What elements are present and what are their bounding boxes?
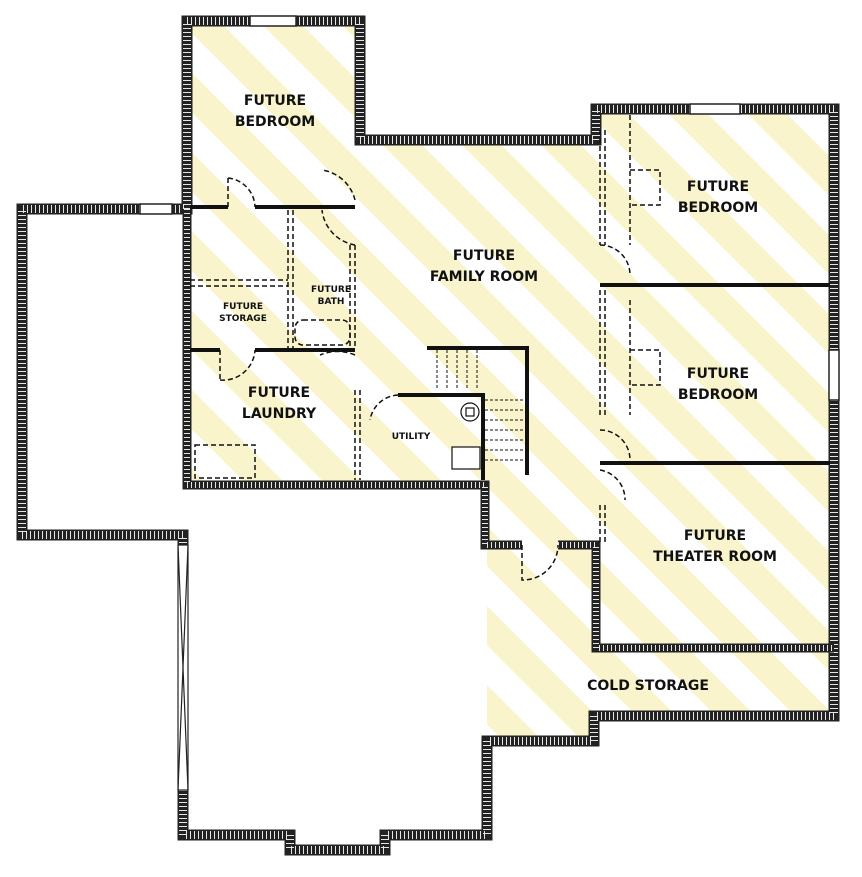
label-laundry: FUTURE (248, 385, 310, 401)
label-bedroom-top-left-2: BEDROOM (235, 114, 315, 130)
label-bedroom-right-mid: FUTURE (687, 366, 749, 382)
label-storage: FUTURE (223, 302, 263, 312)
label-family-room: FUTURE (453, 248, 515, 264)
utility-equipment (451, 402, 481, 470)
label-bedroom-right-mid-2: BEDROOM (678, 387, 758, 403)
label-bath-2: BATH (318, 297, 345, 307)
windows (139, 15, 840, 401)
label-bedroom-right-top: FUTURE (687, 179, 749, 195)
room-labels: FUTURE BEDROOM FUTURE FAMILY ROOM FUTURE… (219, 93, 777, 694)
dashed-walls (190, 115, 661, 581)
label-bedroom-top-left: FUTURE (244, 93, 306, 109)
label-storage-2: STORAGE (219, 314, 267, 324)
garage-door (177, 544, 189, 791)
label-theater-2: THEATER ROOM (653, 549, 777, 565)
label-utility: UTILITY (392, 432, 431, 442)
exterior-walls (16, 15, 840, 856)
label-cold-storage: COLD STORAGE (587, 678, 709, 694)
label-laundry-2: LAUNDRY (242, 406, 317, 422)
interior-walls (190, 205, 830, 480)
finished-area (187, 21, 834, 741)
label-theater: FUTURE (684, 528, 746, 544)
label-family-room-2: FAMILY ROOM (430, 269, 538, 285)
label-bedroom-right-top-2: BEDROOM (678, 200, 758, 216)
label-bath: FUTURE (311, 285, 351, 295)
stairs (436, 350, 525, 461)
